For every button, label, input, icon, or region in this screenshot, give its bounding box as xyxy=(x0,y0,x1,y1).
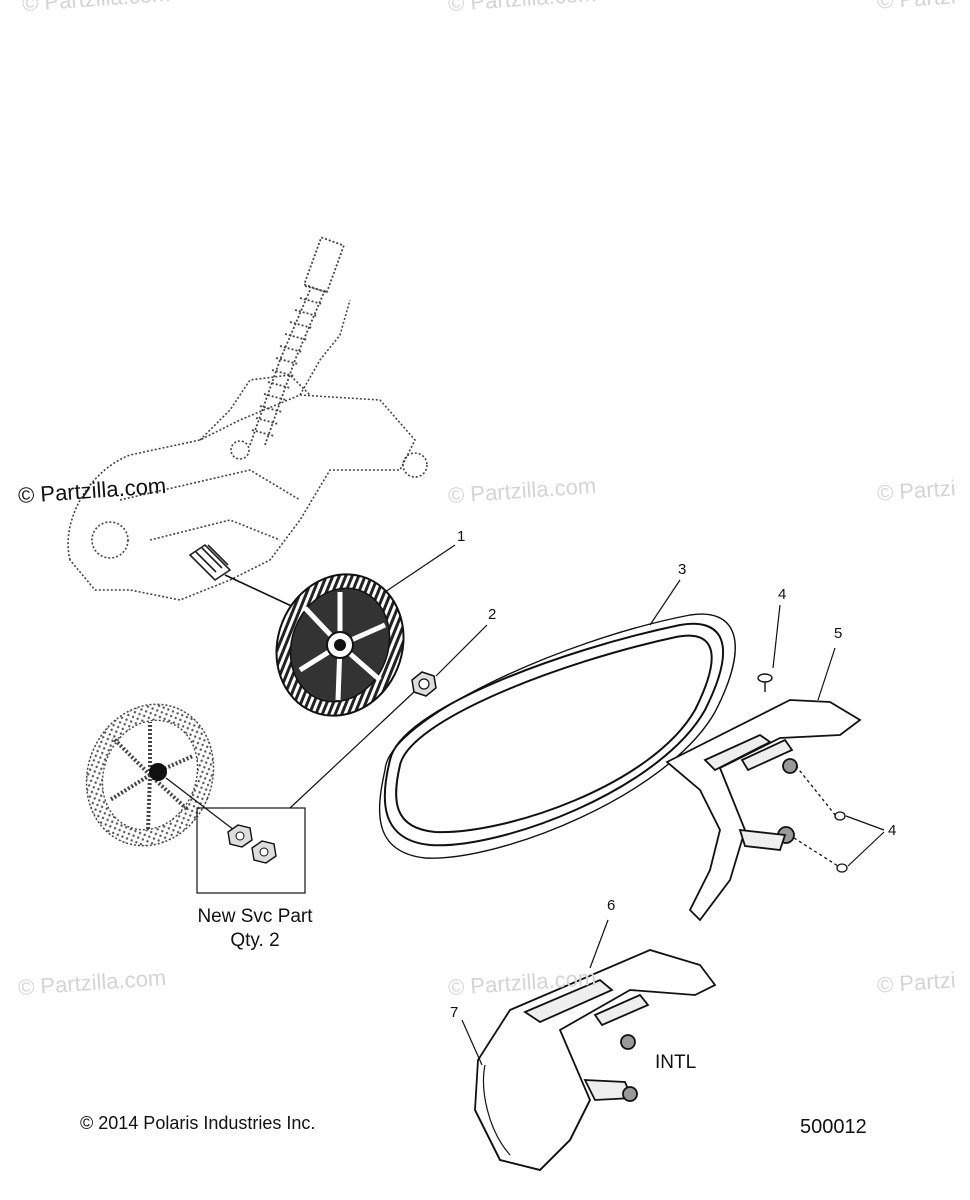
callout-6: 6 xyxy=(607,897,616,914)
diagram-number: 500012 xyxy=(800,1116,867,1138)
sprocket-new-service xyxy=(85,703,215,847)
leader-2 xyxy=(435,624,488,677)
screw-4-top xyxy=(757,673,773,692)
leader-2-box xyxy=(289,691,415,809)
callout-3: 3 xyxy=(678,561,687,578)
shock-absorber xyxy=(249,236,345,446)
leader-5 xyxy=(817,647,836,701)
leader-new-svc xyxy=(165,777,235,831)
callout-4-lower: 4 xyxy=(888,822,897,839)
copyright-text: © 2014 Polaris Industries Inc. xyxy=(80,1113,316,1133)
new-svc-box xyxy=(196,807,306,894)
sprocket-1 xyxy=(275,573,405,717)
nut-2 xyxy=(411,671,437,697)
guard-6-7-intl xyxy=(474,949,717,1171)
leader-4-lower-a xyxy=(845,815,885,831)
swingarm-assembly xyxy=(67,299,428,601)
leader-4-top xyxy=(772,604,781,669)
leader-4-lower-b xyxy=(847,831,885,867)
drive-belt-3 xyxy=(378,613,736,859)
callout-2: 2 xyxy=(488,606,497,623)
screws-4-lower xyxy=(793,765,848,873)
callout-5: 5 xyxy=(834,625,843,642)
watermark-low-right: © Partzi xyxy=(876,967,957,998)
axle-stub xyxy=(188,543,232,582)
new-svc-part-label: New Svc Part xyxy=(197,906,313,927)
callout-7: 7 xyxy=(450,1004,459,1021)
intl-label: INTL xyxy=(655,1052,697,1073)
callout-4-top: 4 xyxy=(778,586,787,603)
watermark-mid-right: © Partzi xyxy=(876,475,957,506)
callout-1: 1 xyxy=(457,528,466,545)
guard-5 xyxy=(665,699,862,922)
leader-axle xyxy=(224,574,301,611)
leader-1 xyxy=(384,544,456,593)
leader-7 xyxy=(461,1019,483,1066)
new-svc-nuts xyxy=(227,824,277,864)
new-svc-qty-label: Qty. 2 xyxy=(230,930,280,951)
leader-6 xyxy=(589,919,609,969)
leader-3 xyxy=(649,579,681,626)
